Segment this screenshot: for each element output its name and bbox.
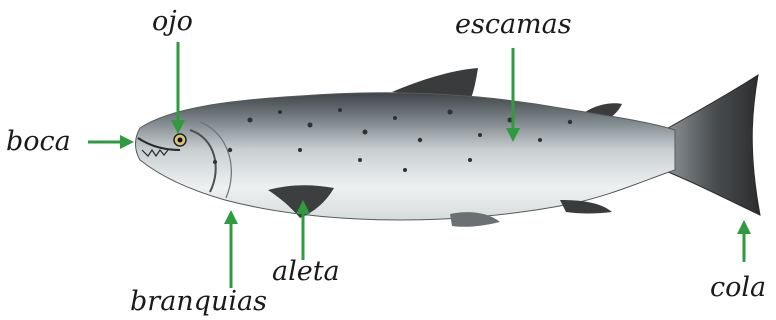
label-ojo: ojo (152, 6, 193, 37)
label-aleta: aleta (272, 256, 340, 287)
label-boca: boca (6, 126, 71, 157)
label-escamas: escamas (455, 9, 572, 40)
tail-fin (668, 75, 760, 215)
anal-fin (560, 200, 612, 214)
label-cola: cola (710, 272, 766, 303)
label-branquias: branquias (130, 286, 267, 317)
